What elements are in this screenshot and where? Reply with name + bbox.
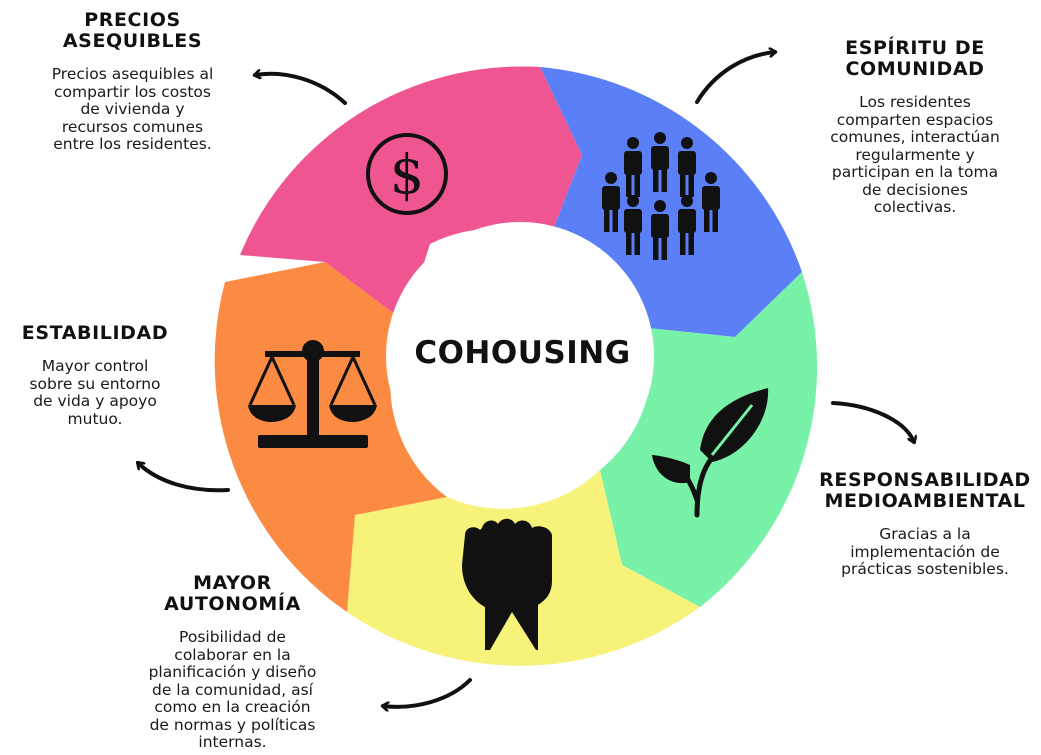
block-responsabilidad: RESPONSABILIDAD MEDIOAMBIENTAL Gracias a… — [810, 470, 1040, 579]
person-figure — [702, 172, 720, 232]
desc-espiritu: Los residentes comparten espacios comune… — [830, 93, 1000, 216]
arrow-estabilidad — [138, 461, 230, 493]
desc-estabilidad: Mayor control sobre su entorno de vida y… — [29, 357, 161, 428]
block-espiritu: ESPÍRITU DE COMUNIDAD Los residentes com… — [790, 38, 1040, 217]
community-people-icon — [602, 132, 720, 260]
center-label: COHOUSING — [414, 335, 631, 371]
title-precios: PRECIOS ASEQUIBLES — [62, 9, 203, 52]
center-circle — [386, 222, 654, 490]
title-responsabilidad: RESPONSABILIDAD MEDIOAMBIENTAL — [819, 469, 1031, 512]
arrow-responsabilidad — [831, 401, 914, 442]
person-figure — [602, 172, 620, 232]
person-figure — [651, 132, 669, 192]
desc-autonomia: Posibilidad de colaborar en la planifica… — [148, 628, 317, 751]
arrow-precios — [255, 74, 347, 105]
person-figure — [624, 137, 642, 197]
person-figure — [624, 195, 642, 255]
balance-scale-icon — [248, 340, 377, 448]
desc-responsabilidad: Gracias a la implementación de prácticas… — [841, 525, 1009, 578]
arrow-autonomia — [383, 678, 472, 707]
desc-precios: Precios asequibles al compartir los cost… — [51, 65, 214, 153]
block-estabilidad: ESTABILIDAD Mayor control sobre su entor… — [0, 323, 190, 428]
person-figure — [678, 195, 696, 255]
svg-text:$: $ — [390, 143, 424, 206]
person-figure — [651, 200, 669, 260]
title-espiritu: ESPÍRITU DE COMUNIDAD — [845, 37, 985, 80]
person-figure — [678, 137, 696, 197]
title-autonomia: MAYOR AUTONOMÍA — [164, 572, 301, 615]
leaf-sprout-icon — [652, 388, 769, 518]
segment-precios — [240, 66, 582, 322]
block-autonomia: MAYOR AUTONOMÍA Posibilidad de colaborar… — [110, 573, 355, 752]
block-precios: PRECIOS ASEQUIBLES Precios asequibles al… — [10, 10, 255, 154]
title-estabilidad: ESTABILIDAD — [21, 322, 169, 344]
arrow-espiritu — [695, 52, 775, 104]
raised-fist-icon — [462, 518, 552, 650]
dollar-icon: $ — [366, 133, 448, 215]
